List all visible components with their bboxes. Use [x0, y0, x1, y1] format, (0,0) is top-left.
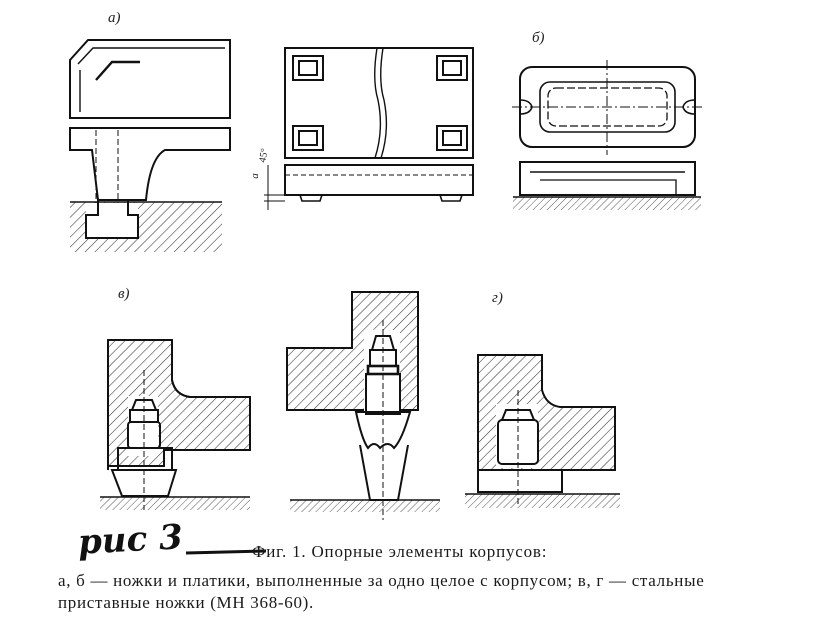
ground-hatch-mid	[290, 500, 440, 512]
handwritten-note: рис 3	[77, 517, 184, 563]
figure-v-steel-foot	[107, 339, 251, 510]
figure-caption-text: а, б — ножки и платики, выполненные за о…	[58, 571, 705, 612]
figure-plan-pads	[264, 47, 474, 210]
ground-hatch-b	[513, 197, 701, 210]
figure-b-pad	[512, 60, 703, 196]
figure-g-steel-foot	[477, 354, 616, 505]
label-v: в)	[118, 286, 130, 302]
dimension-a: a	[248, 173, 261, 179]
label-a: а)	[108, 10, 121, 26]
ground-hatch-g	[465, 494, 620, 508]
figure-v-pointed-foot	[286, 291, 419, 520]
label-g: г)	[492, 290, 503, 306]
ground-hatch-v	[100, 497, 250, 510]
figure-caption-title: Фиг. 1. Опорные элементы корпусов:	[252, 542, 548, 561]
label-b: б)	[532, 30, 545, 46]
